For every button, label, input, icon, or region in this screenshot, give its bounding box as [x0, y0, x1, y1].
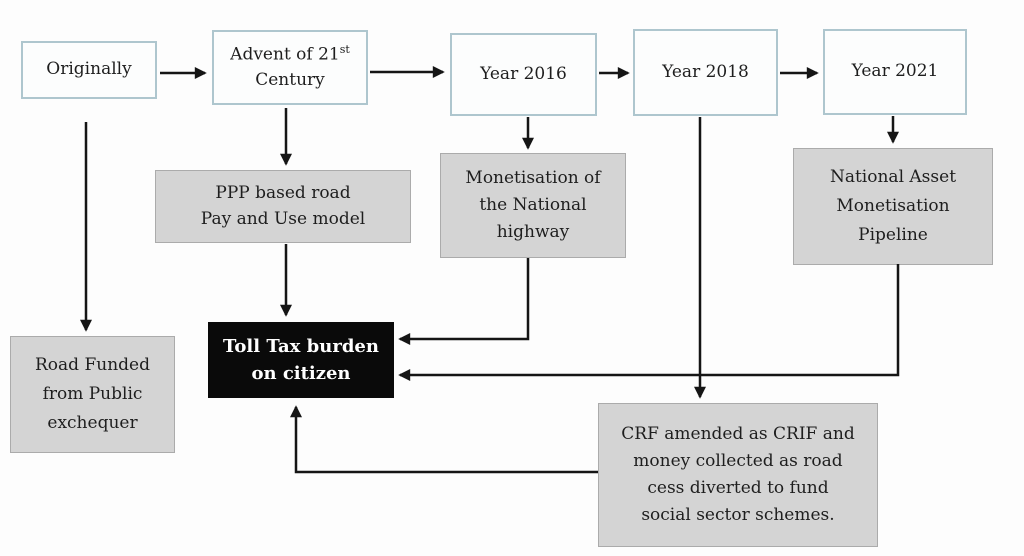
node-label: CRF amended as CRIF and money collected …: [621, 423, 855, 526]
node-year-2018: Year 2018: [633, 29, 778, 116]
node-label-line2: Century: [255, 69, 325, 90]
node-label: Advent of 21st: [230, 42, 350, 65]
node-label: Year 2018: [662, 61, 749, 82]
node-label: National Asset Monetisation Pipeline: [829, 167, 957, 245]
node-monetisation-national-highway: Monetisation of the National highway: [440, 153, 626, 258]
node-year-2021: Year 2021: [823, 29, 967, 115]
node-ppp-pay-and-use: PPP based road Pay and Use model: [155, 170, 411, 243]
node-originally: Originally: [21, 41, 157, 99]
arrow-namp-to-toll: [398, 264, 900, 381]
node-label: Toll Tax burden on citizen: [223, 336, 379, 384]
node-label: Road Funded from Public exchequer: [35, 355, 150, 433]
node-year-2016: Year 2016: [450, 33, 597, 116]
node-label: Monetisation of the National highway: [465, 167, 601, 243]
node-label: PPP based road Pay and Use model: [200, 183, 366, 229]
node-crf-amended-crif: CRF amended as CRIF and money collected …: [598, 403, 878, 547]
node-road-funded-public-exchequer: Road Funded from Public exchequer: [10, 336, 175, 453]
arrow-crf-to-toll: [290, 405, 598, 474]
node-label: Year 2016: [480, 63, 567, 84]
node-label: Originally: [46, 59, 132, 80]
superscript-st: st: [339, 42, 350, 56]
arrow-monetisation-to-toll: [398, 258, 530, 345]
node-toll-tax-burden: Toll Tax burden on citizen: [208, 322, 394, 398]
node-label: Year 2021: [851, 61, 939, 82]
node-national-asset-monetisation-pipeline: National Asset Monetisation Pipeline: [793, 148, 993, 265]
node-advent-of-21st-century: Advent of 21st Century: [212, 30, 368, 105]
